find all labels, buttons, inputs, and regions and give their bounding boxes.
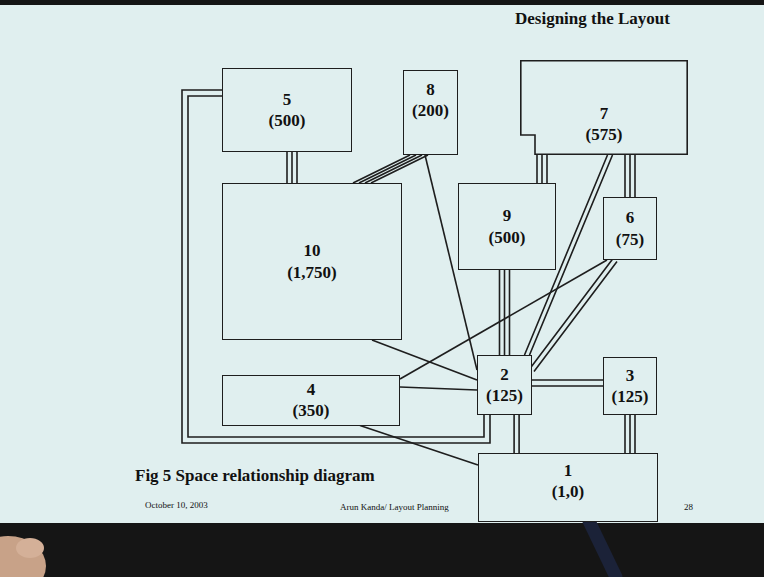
department-box: 4(350) <box>222 375 400 426</box>
footer-author: Arun Kanda/ Layout Planning <box>340 502 449 512</box>
relationship-line <box>287 152 297 183</box>
relationship-line <box>500 270 510 355</box>
department-box: 1(1,0) <box>478 453 658 522</box>
department-number: 3 <box>626 365 635 386</box>
department-number: 10 <box>304 240 321 261</box>
department-box: 2(125) <box>477 355 532 415</box>
area-value: (75) <box>616 229 644 250</box>
slide-ground <box>0 5 764 523</box>
area-value: (1,750) <box>287 262 337 283</box>
relationship-line <box>537 155 547 183</box>
department-box: 8(200) <box>403 70 458 155</box>
department-number: 4 <box>307 379 316 400</box>
area-value: (125) <box>486 385 523 406</box>
relationship-line <box>372 340 477 380</box>
relationship-line <box>514 415 519 453</box>
footer-date: October 10, 2003 <box>145 500 208 510</box>
relationship-line <box>400 387 477 390</box>
page-number: 28 <box>684 502 693 512</box>
figure-caption: Fig 5 Space relationship diagram <box>135 466 375 486</box>
area-value: (125) <box>612 386 649 407</box>
department-box: 5(500) <box>222 68 352 152</box>
area-value: (200) <box>412 100 449 121</box>
department-box: 3(125) <box>603 357 657 415</box>
slide-title: Designing the Layout <box>515 9 670 29</box>
department-number: 6 <box>626 207 635 228</box>
department-number: 1 <box>564 460 573 481</box>
area-value: (500) <box>489 227 526 248</box>
department-box: 10(1,750) <box>222 183 402 340</box>
department-number: 7 <box>600 103 609 124</box>
department-number: 9 <box>503 205 512 226</box>
relationship-line <box>625 415 635 453</box>
relationship-line <box>360 426 478 466</box>
department-number: 2 <box>500 364 509 385</box>
department-box: 9(500) <box>458 183 556 270</box>
finger <box>16 538 44 558</box>
area-value: (575) <box>586 124 623 145</box>
department-number: 5 <box>283 89 292 110</box>
department-box: 7(575) <box>520 60 688 155</box>
department-number: 8 <box>426 79 435 100</box>
relationship-line <box>530 258 617 371</box>
department-box: 6(75) <box>603 197 657 260</box>
pen-body <box>589 521 616 577</box>
area-value: (500) <box>269 110 306 131</box>
relationship-line <box>353 155 428 183</box>
area-value: (350) <box>293 400 330 421</box>
area-value: (1,0) <box>552 481 585 502</box>
department-outline <box>521 61 687 154</box>
hand <box>0 536 46 577</box>
relationship-line <box>532 380 603 386</box>
relationship-line <box>625 155 635 197</box>
